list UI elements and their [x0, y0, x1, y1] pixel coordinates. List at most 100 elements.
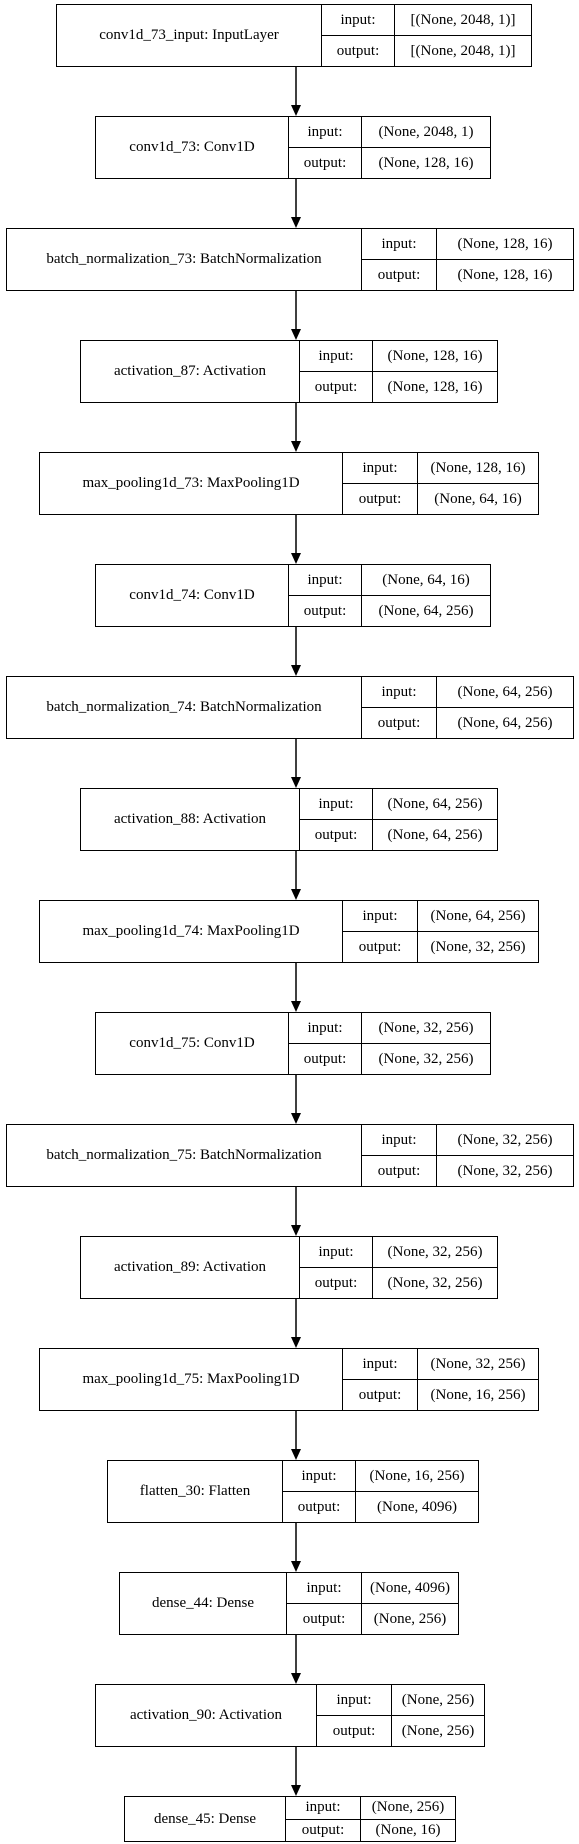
output-shape: (None, 32, 256)	[437, 1155, 573, 1186]
output-label: output:	[343, 1379, 417, 1410]
io-labels: input: output:	[343, 1349, 418, 1410]
input-label: input:	[381, 683, 417, 700]
layer-name: activation_89: Activation	[81, 1237, 300, 1298]
shapes: (None, 128, 16)(None, 128, 16)	[373, 341, 497, 402]
arrow-head-icon	[291, 1001, 301, 1012]
layer-name: batch_normalization_75: BatchNormalizati…	[7, 1125, 362, 1186]
input-label: input:	[301, 1467, 337, 1484]
io-labels: input:output:	[362, 677, 437, 738]
shapes: (None, 16, 256) (None, 4096)	[356, 1461, 478, 1522]
io-labels: input: output:	[343, 901, 418, 962]
arrow-head-icon	[291, 441, 301, 452]
shapes: (None, 128, 16)(None, 128, 16)	[437, 229, 573, 290]
layer-name: max_pooling1d_74: MaxPooling1D	[40, 901, 343, 962]
input-label: input:	[362, 1355, 398, 1372]
output-shape: [(None, 2048, 1)]	[395, 35, 531, 66]
input-shape: (None, 16, 256)	[369, 1467, 465, 1484]
layer-name: max_pooling1d_73: MaxPooling1D	[40, 453, 343, 514]
input-shape: (None, 128, 16)	[430, 459, 526, 476]
io-labels: input:output:	[300, 789, 373, 850]
layer-name: activation_90: Activation	[96, 1685, 317, 1746]
input-label: input:	[307, 1019, 343, 1036]
shapes: (None, 2048, 1)(None, 128, 16)	[362, 117, 490, 178]
layer-node: max_pooling1d_74: MaxPooling1D input: outp…	[39, 900, 539, 963]
input-shape: (None, 256)	[401, 1691, 475, 1708]
shapes: (None, 64, 256)(None, 64, 256)	[437, 677, 573, 738]
output-label: output:	[289, 1043, 361, 1074]
input-label: input:	[307, 571, 343, 588]
io-labels: input:output:	[283, 1461, 356, 1522]
io-labels: input:output:	[322, 5, 395, 66]
shapes: (None, 32, 256)(None, 32, 256)	[437, 1125, 573, 1186]
input-shape: (None, 32, 256)	[430, 1355, 526, 1372]
output-label: output:	[300, 371, 372, 402]
input-label: input:	[381, 1131, 417, 1148]
arrow-head-icon	[291, 1225, 301, 1236]
arrow-head-icon	[291, 1113, 301, 1124]
layer-name: activation_88: Activation	[81, 789, 300, 850]
input-label: input:	[362, 907, 398, 924]
output-label: output:	[343, 483, 417, 514]
input-label: input:	[318, 1243, 354, 1260]
arrow-head-icon	[291, 1449, 301, 1460]
input-label: input:	[362, 459, 398, 476]
shapes: (None, 64, 256)(None, 64, 256)	[373, 789, 497, 850]
output-label: output:	[317, 1715, 391, 1746]
output-shape: (None, 64, 256)	[362, 595, 490, 626]
io-labels: input: output:	[317, 1685, 392, 1746]
arrow-head-icon	[291, 665, 301, 676]
io-labels: input:output:	[362, 1125, 437, 1186]
shapes: (None, 32, 256)(None, 32, 256)	[362, 1013, 490, 1074]
io-labels: input: output:	[300, 341, 373, 402]
shapes: (None, 32, 256)(None, 32, 256)	[373, 1237, 497, 1298]
shapes: [(None, 2048, 1)] [(None, 2048, 1)]	[395, 5, 531, 66]
output-shape: (None, 32, 256)	[362, 1043, 490, 1074]
layer-node: batch_normalization_74: BatchNormalizati…	[6, 676, 574, 739]
arrow-head-icon	[291, 105, 301, 116]
shapes: (None, 64, 16)(None, 64, 256)	[362, 565, 490, 626]
input-shape: (None, 64, 256)	[457, 683, 553, 700]
arrow-head-icon	[291, 1337, 301, 1348]
arrow-head-icon	[291, 889, 301, 900]
input-label: input:	[318, 347, 354, 364]
io-labels: input:output:	[362, 229, 437, 290]
io-labels: input:output:	[286, 1797, 361, 1841]
output-label: output:	[343, 931, 417, 962]
layer-name: batch_normalization_74: BatchNormalizati…	[7, 677, 362, 738]
input-shape: (None, 64, 256)	[387, 795, 483, 812]
layer-node: batch_normalization_75: BatchNormalizati…	[6, 1124, 574, 1187]
layer-name: flatten_30: Flatten	[108, 1461, 283, 1522]
shapes: (None, 32, 256)(None, 16, 256)	[418, 1349, 538, 1410]
output-shape: (None, 32, 256)	[418, 931, 538, 962]
output-shape: (None, 128, 16)	[362, 147, 490, 178]
io-labels: input:output:	[289, 117, 362, 178]
layer-node: activation_89: Activation input: output:(N…	[80, 1236, 498, 1299]
layer-name: conv1d_75: Conv1D	[96, 1013, 289, 1074]
input-shape: [(None, 2048, 1)]	[410, 11, 516, 28]
output-shape: (None, 64, 16)	[418, 483, 538, 514]
output-shape: (None, 4096)	[356, 1491, 478, 1522]
output-label: output:	[286, 1818, 360, 1842]
input-label: input:	[306, 1579, 342, 1596]
output-label: output:	[300, 1267, 372, 1298]
input-label: input:	[336, 1691, 372, 1708]
io-labels: input: output:	[343, 453, 418, 514]
arrow-head-icon	[291, 217, 301, 228]
layer-node: max_pooling1d_73: MaxPooling1D input: outp…	[39, 452, 539, 515]
layer-node: conv1d_75: Conv1D input: output:(None, 32,…	[95, 1012, 491, 1075]
output-label: output:	[300, 819, 372, 850]
input-shape: (None, 256)	[371, 1799, 445, 1816]
arrow-head-icon	[291, 1561, 301, 1572]
io-labels: input: output:	[289, 1013, 362, 1074]
input-label: input:	[381, 235, 417, 252]
layer-name: dense_44: Dense	[120, 1573, 287, 1634]
